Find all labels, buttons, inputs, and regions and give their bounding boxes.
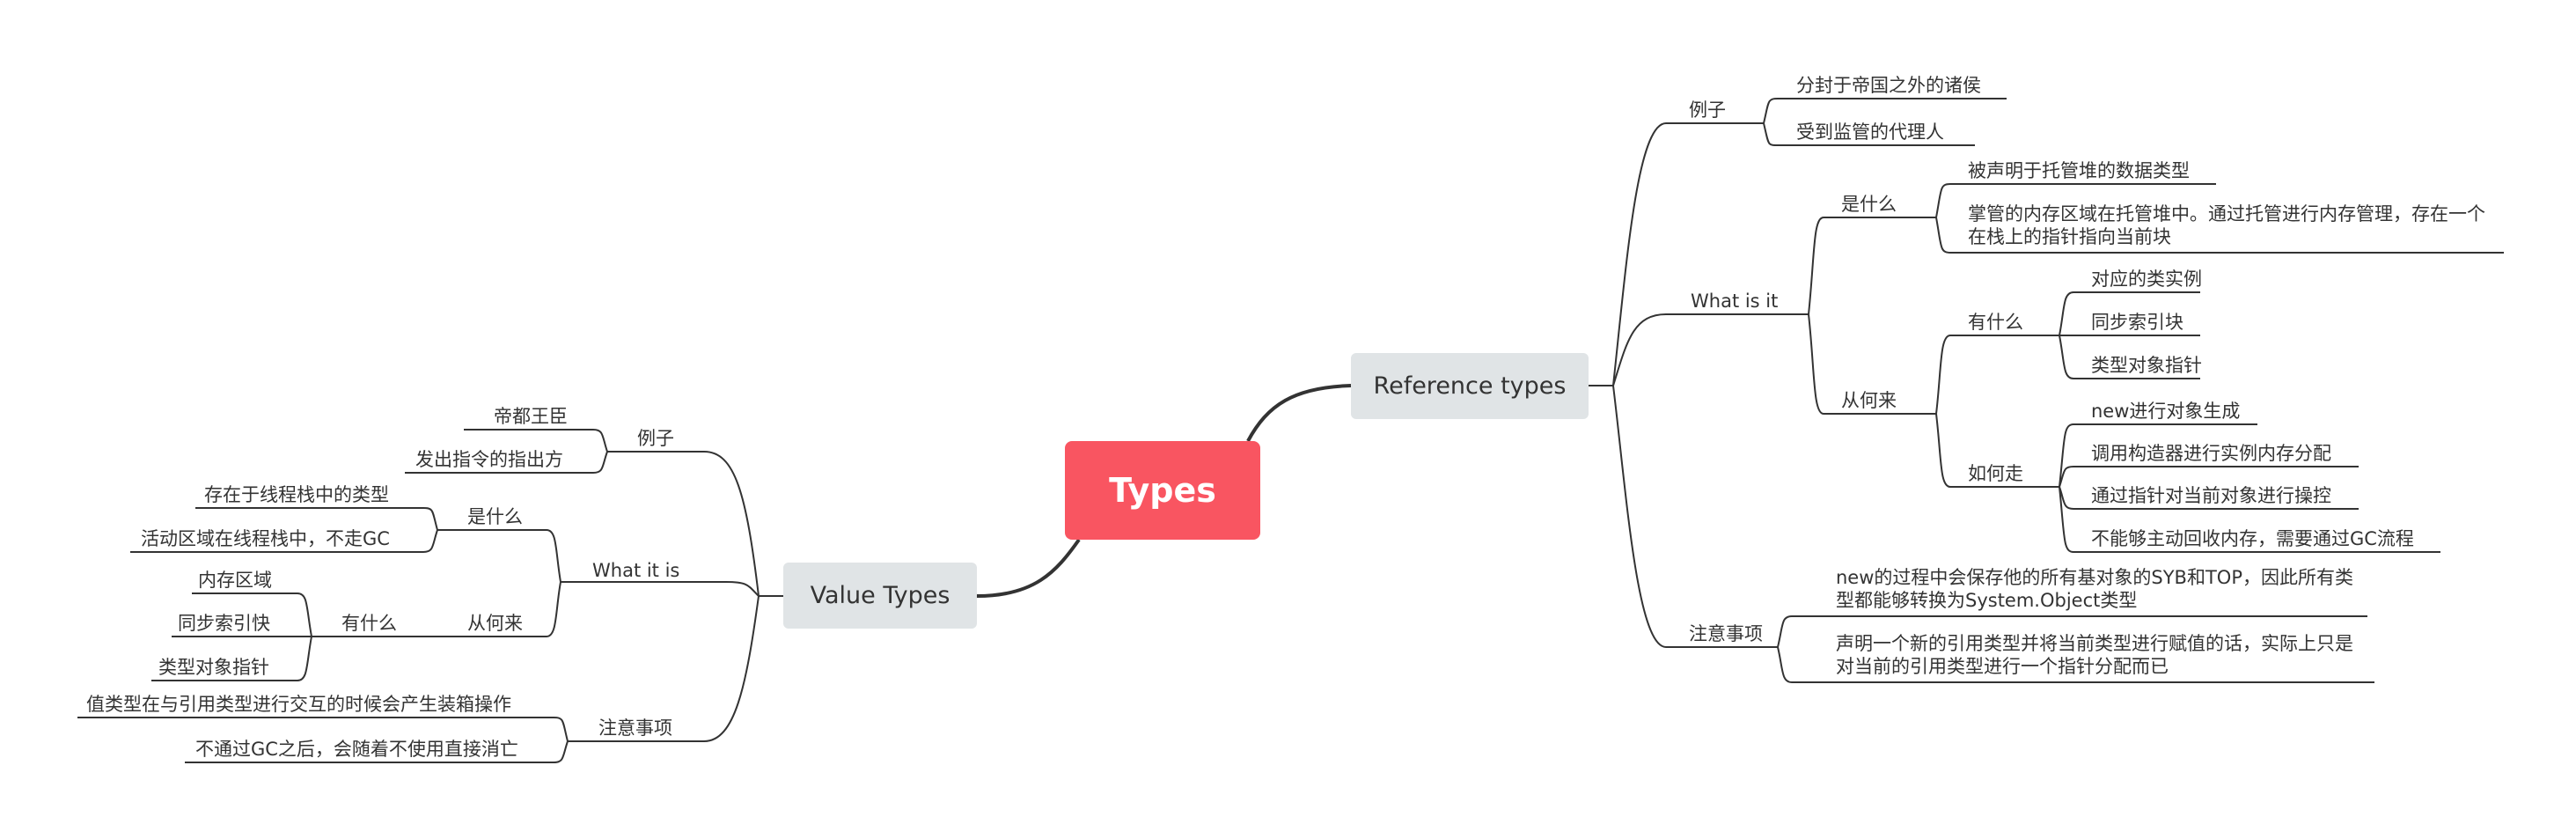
val-has-item-3[interactable]: 类型对象指针 xyxy=(158,657,269,678)
ref-from-node[interactable]: 从何来 xyxy=(1841,390,1897,411)
topic-reference-types[interactable]: Reference types xyxy=(1351,353,1589,419)
val-what-item-1[interactable]: 存在于线程栈中的类型 xyxy=(204,484,389,505)
ref-note-item-1[interactable]: new的过程中会保存他的所有基对象的SYB和TOP，因此所有类型都能够转换为Sy… xyxy=(1836,567,2353,611)
ref-has-item-3[interactable]: 类型对象指针 xyxy=(2091,355,2202,376)
ref-what-item-1[interactable]: 被声明于托管堆的数据类型 xyxy=(1968,160,2190,181)
val-has-item-1[interactable]: 内存区域 xyxy=(198,570,272,591)
val-note-item-2[interactable]: 不通过GC之后，会随着不使用直接消亡 xyxy=(195,739,518,760)
ref-examples-node[interactable]: 例子 xyxy=(1689,99,1726,121)
val-has-item-2[interactable]: 同步索引快 xyxy=(178,613,270,634)
ref-has-item-1[interactable]: 对应的类实例 xyxy=(2091,269,2202,290)
ref-whatis-node[interactable]: What is it xyxy=(1691,291,1779,312)
val-what-item-2[interactable]: 活动区域在线程栈中，不走GC xyxy=(141,528,390,549)
ref-how-node[interactable]: 如何走 xyxy=(1968,463,2023,484)
val-example-item-2[interactable]: 发出指令的指出方 xyxy=(415,449,563,470)
ref-has-node[interactable]: 有什么 xyxy=(1968,312,2023,333)
val-whatis-node[interactable]: What it is xyxy=(592,560,680,581)
val-what-node[interactable]: 是什么 xyxy=(467,506,523,527)
ref-example-item-1[interactable]: 分封于帝国之外的诸侯 xyxy=(1796,75,1981,96)
ref-notes-node[interactable]: 注意事项 xyxy=(1689,623,1763,644)
ref-what-node[interactable]: 是什么 xyxy=(1841,194,1897,215)
ref-note-item-2[interactable]: 声明一个新的引用类型并将当前类型进行赋值的话，实际上只是对当前的引用类型进行一个… xyxy=(1836,633,2353,677)
ref-how-item-4[interactable]: 不能够主动回收内存，需要通过GC流程 xyxy=(2091,528,2414,549)
val-note-item-1[interactable]: 值类型在与引用类型进行交互的时候会产生装箱操作 xyxy=(86,694,511,715)
val-notes-node[interactable]: 注意事项 xyxy=(598,718,672,739)
ref-example-item-2[interactable]: 受到监管的代理人 xyxy=(1796,121,1944,143)
ref-how-item-3[interactable]: 通过指针对当前对象进行操控 xyxy=(2091,485,2331,506)
val-example-item-1[interactable]: 帝都王臣 xyxy=(494,406,568,427)
val-has-node[interactable]: 有什么 xyxy=(341,613,397,634)
topic-value-types[interactable]: Value Types xyxy=(783,563,977,629)
ref-how-item-1[interactable]: new进行对象生成 xyxy=(2091,401,2241,422)
central-topic[interactable]: Types xyxy=(1065,441,1260,540)
val-from-node[interactable]: 从何来 xyxy=(467,613,523,634)
ref-has-item-2[interactable]: 同步索引块 xyxy=(2091,312,2183,333)
ref-what-item-2[interactable]: 掌管的内存区域在托管堆中。通过托管进行内存管理，存在一个在栈上的指针指向当前块 xyxy=(1968,203,2485,247)
val-examples-node[interactable]: 例子 xyxy=(637,428,674,449)
ref-how-item-2[interactable]: 调用构造器进行实例内存分配 xyxy=(2091,443,2331,464)
